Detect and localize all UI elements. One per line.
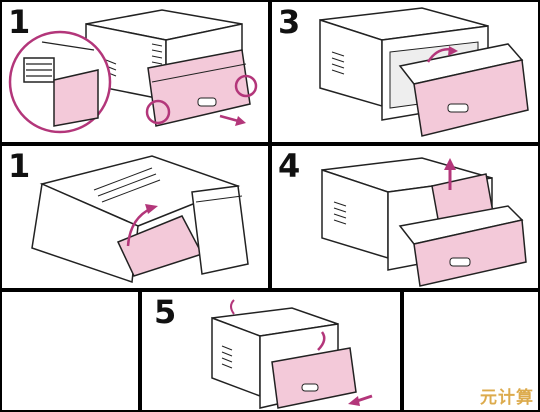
panel-step-4-remove-paper: 4 — [272, 146, 538, 288]
panel-step-5-reinstall: 5 — [142, 292, 400, 410]
printer-illustration — [211, 299, 373, 409]
panel-step-1-rear-paper: 1 — [2, 146, 268, 288]
panel-step-1-open-door: 1 — [2, 2, 268, 142]
printer-illustration — [8, 9, 258, 134]
panel-step-3-remove-unit: 3 — [272, 2, 538, 142]
step-number: 1 — [8, 3, 31, 41]
watermark-text: 元计算 — [480, 388, 534, 408]
step-number: 3 — [278, 3, 301, 41]
empty-panel-left — [2, 292, 138, 410]
step-number: 5 — [154, 293, 177, 331]
step-number: 4 — [278, 147, 301, 185]
step-number: 1 — [8, 147, 31, 185]
printer-illustration — [31, 155, 249, 284]
empty-panel-right — [404, 292, 538, 410]
printer-illustration — [321, 157, 527, 287]
printer-illustration — [319, 7, 529, 137]
